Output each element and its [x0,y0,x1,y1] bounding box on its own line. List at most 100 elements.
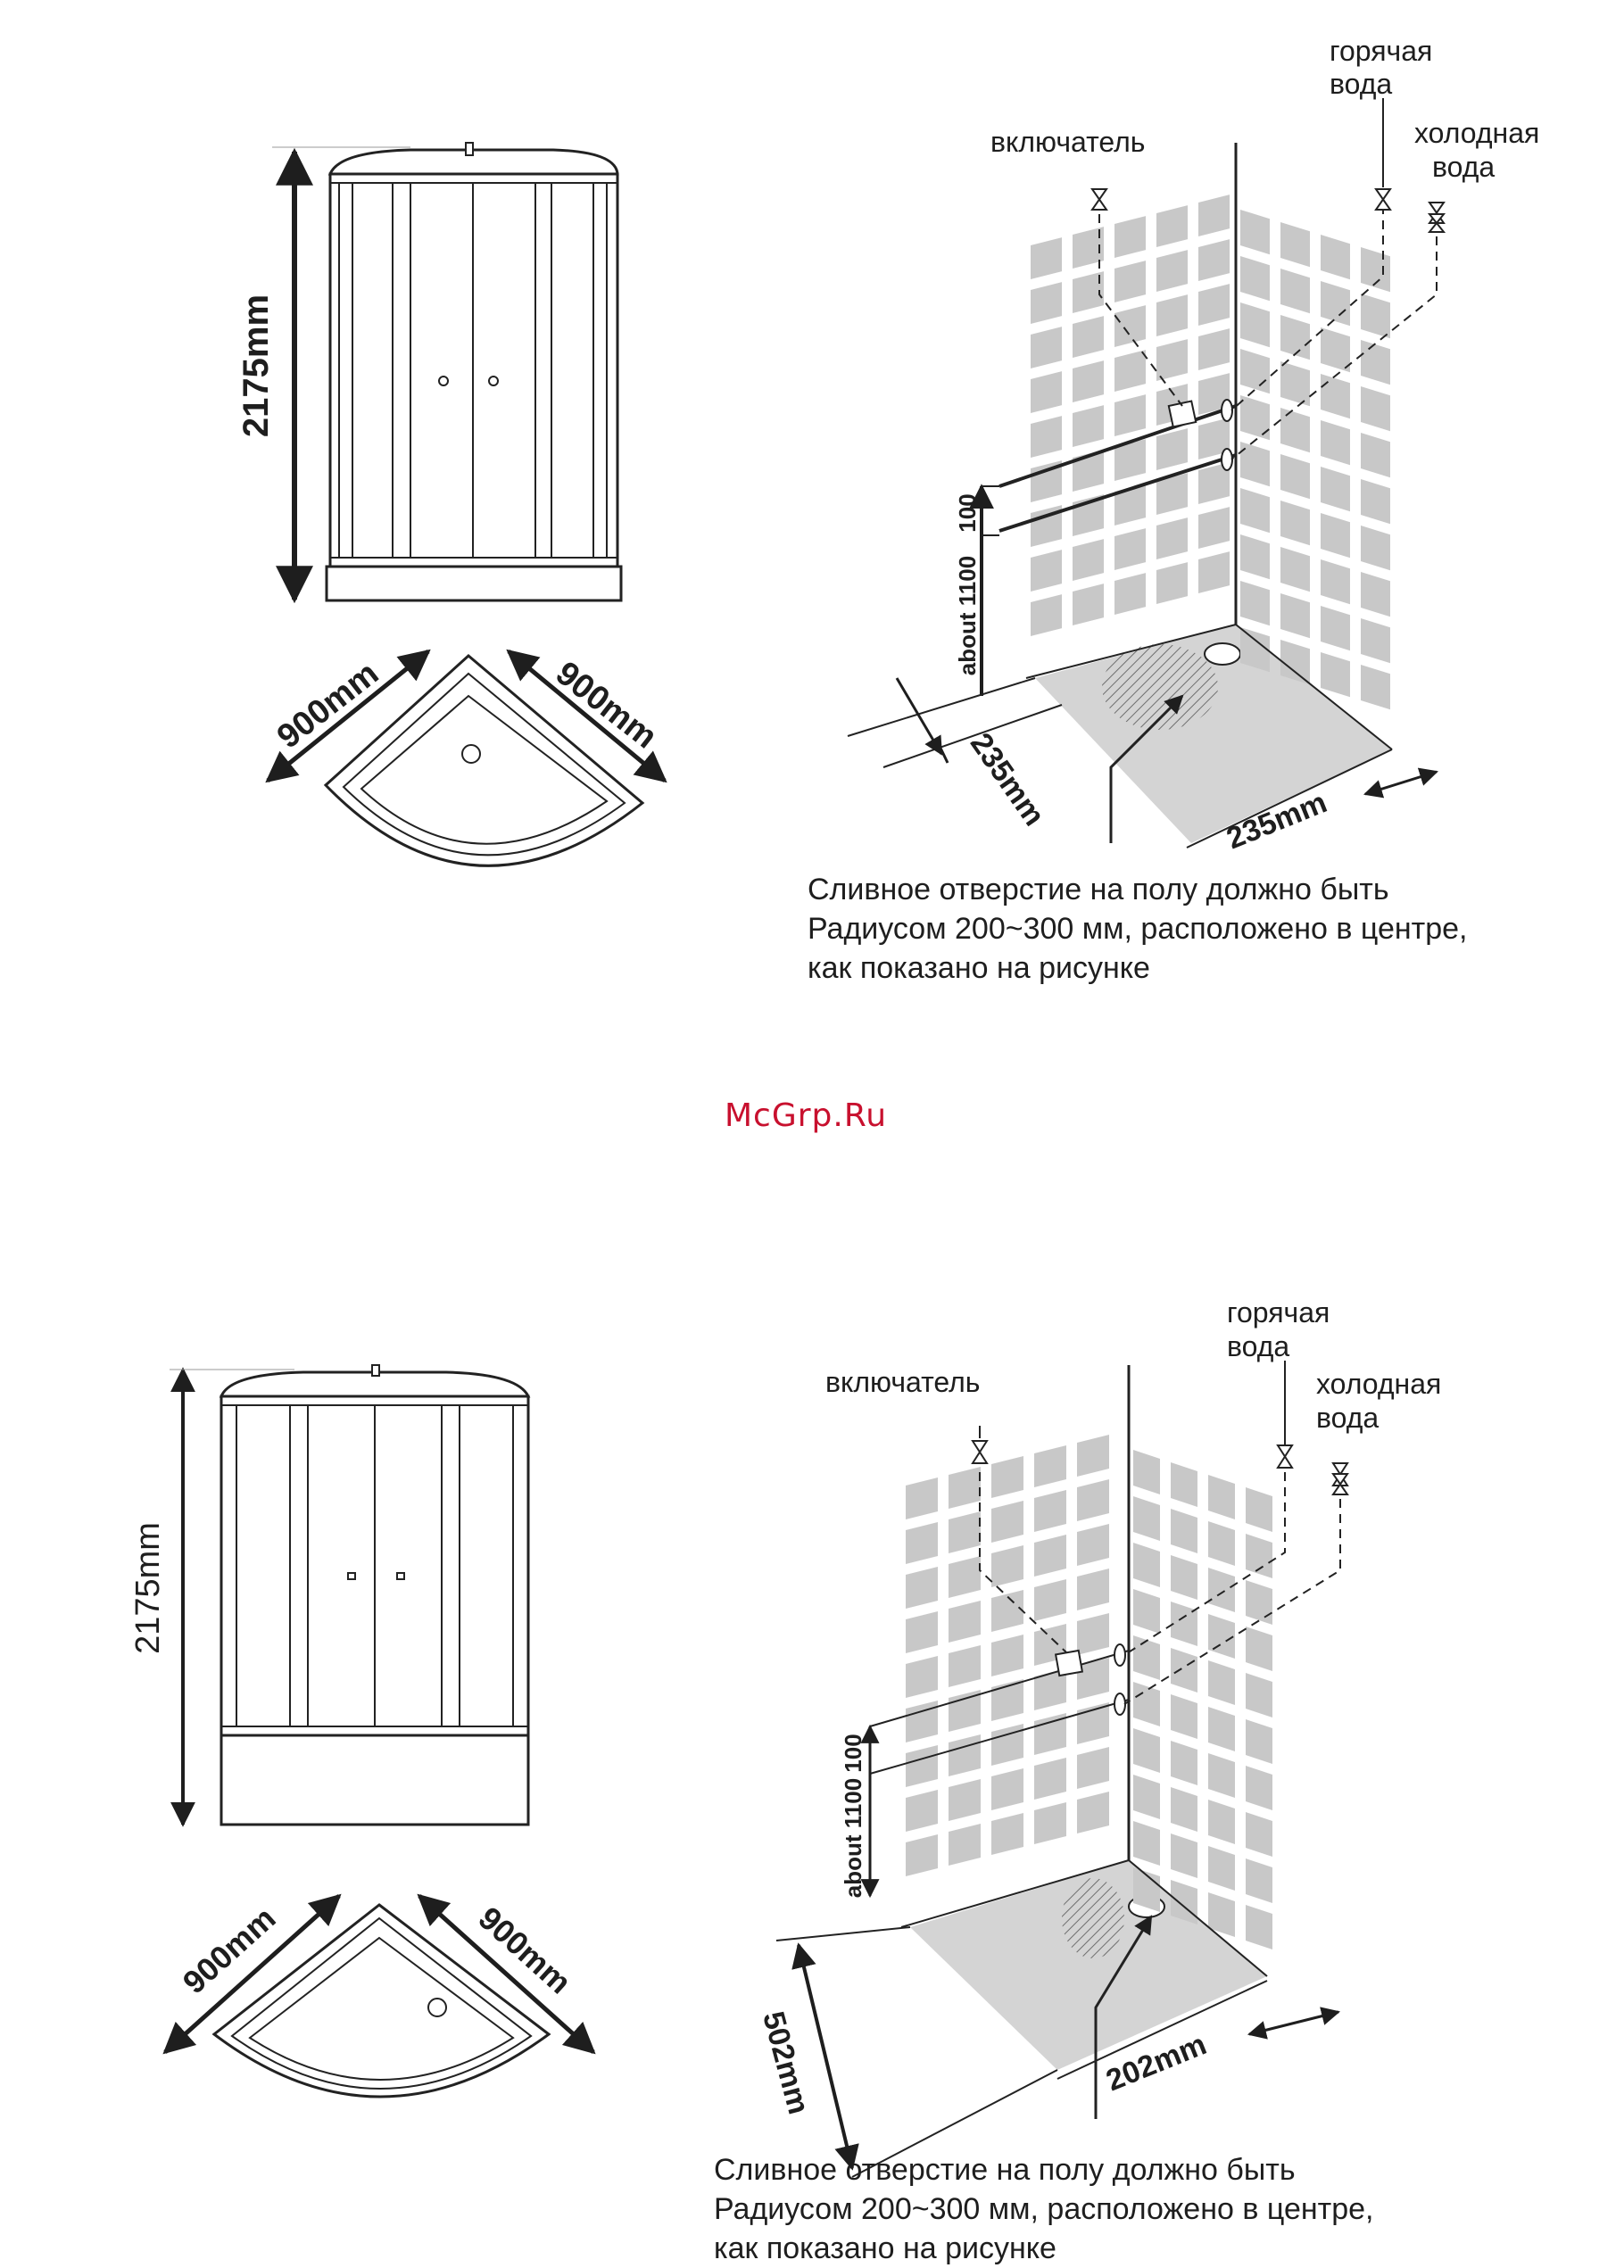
wall-tile [1361,572,1390,617]
wall-tile [1321,467,1350,512]
wall-tile [1073,227,1104,269]
wall-tile [1246,1766,1272,1810]
wall-tile [1171,1833,1197,1878]
wall-tile [1114,528,1146,570]
wall-tile [1246,1627,1272,1671]
wall-tile [949,1467,981,1509]
bottom-dim-100: 100 [840,1734,866,1772]
wall-tile [1077,1613,1109,1655]
wall-tile [1321,327,1350,373]
wall-tile [991,1768,1023,1810]
wall-tile [1246,1673,1272,1718]
wall-tile [1198,418,1230,459]
wall-tile [1208,1800,1235,1844]
wall-tile [1133,1775,1160,1819]
wall-tile [906,1790,938,1832]
wall-tile [949,1734,981,1776]
bottom-dim-1100: about 1100 [840,1778,866,1898]
wall-tile [1171,1741,1197,1785]
wall-tile [1133,1728,1160,1773]
wall-tile [1133,1589,1160,1634]
wall-tile [1031,371,1062,413]
wall-tile [1077,1569,1109,1610]
wall-tile [1246,1719,1272,1764]
wall-tile [906,1522,938,1564]
bottom-cold-valve-icon [1331,1462,1349,1495]
wall-tile [1034,1535,1066,1577]
top-hot-label-1: горячая [1330,35,1432,67]
wall-tile [1133,1821,1160,1866]
wall-tile [1156,428,1188,470]
wall-tile [1031,416,1062,458]
top-hot-label-2: вода [1330,68,1392,100]
wall-tile [1208,1660,1235,1705]
bottom-cold-label-2: вода [1316,1402,1379,1434]
bottom-drain-note: Сливное отверстие на полу должно быть Ра… [714,2153,1374,2265]
wall-tile [1031,550,1062,592]
top-shower-base-plan [265,649,667,867]
top-shower-front-view [272,142,623,604]
wall-tile [1077,1792,1109,1833]
top-hot-valve-icon [1374,188,1392,211]
wall-tile [1361,618,1390,664]
wall-tile [906,1567,938,1609]
wall-tile [1073,360,1104,402]
wall-tile [1077,1658,1109,1700]
wall-tile [1156,517,1188,559]
wall-tile [1077,1524,1109,1566]
wall-tile [1073,584,1104,625]
top-cold-label-2: вода [1432,151,1495,183]
wall-tile [1361,433,1390,478]
wall-tile [1073,539,1104,581]
wall-tile [1246,1812,1272,1857]
wall-tile [1361,247,1390,293]
top-cold-valve-icon [1427,202,1446,233]
wall-tile [1077,1747,1109,1789]
wall-tile [1280,640,1310,685]
wall-tile [949,1511,981,1553]
wall-tile [1171,1787,1197,1832]
wall-tile [1133,1450,1160,1494]
wall-tile [1171,1509,1197,1553]
wall-tile [1031,460,1062,502]
bottom-hot-valve-icon [1276,1444,1294,1469]
wall-tile [1114,216,1146,258]
top-height-label: 2175mm [236,294,276,437]
wall-tile [1034,1802,1066,1844]
top-dim-100: 100 [954,493,981,532]
wall-tile [1114,439,1146,481]
top-drain-note: Сливное отверстие на полу должно быть Ра… [808,873,1468,985]
wall-tile [949,1601,981,1643]
wall-tile [1280,454,1310,500]
wall-tile [1208,1846,1235,1891]
bottom-hot-label-1: горячая [1227,1296,1330,1329]
wall-tile [1198,328,1230,370]
bottom-switch-label: включатель [825,1366,980,1398]
wall-tile [1133,1635,1160,1680]
wall-tile [906,1745,938,1787]
wall-tile [1156,250,1188,292]
top-dim-left: 235mm [964,727,1051,832]
bottom-side-a-label: 900mm [176,1900,283,2001]
wall-tile [1133,1682,1160,1726]
wall-tile [1073,316,1104,358]
wall-tile [1133,1867,1160,1912]
wall-tile [1208,1614,1235,1659]
wall-tile [1114,261,1146,302]
wall-tile [1208,1753,1235,1798]
top-side-a-label: 900mm [270,655,385,757]
wall-tile [1240,349,1270,394]
wall-tile [1280,222,1310,268]
wall-tile [1114,573,1146,615]
wall-tile [1198,507,1230,549]
wall-tile [1240,534,1270,580]
wall-tile [991,1813,1023,1855]
wall-tile [1240,210,1270,255]
bottom-right-wall-tiles [1133,1450,1272,1949]
bottom-cold-label-1: холодная [1316,1368,1441,1400]
wall-tile [1240,488,1270,534]
wall-tile [1280,315,1310,360]
wall-tile [1246,1905,1272,1949]
wall-tile [1198,239,1230,281]
wall-tile [1077,1435,1109,1477]
